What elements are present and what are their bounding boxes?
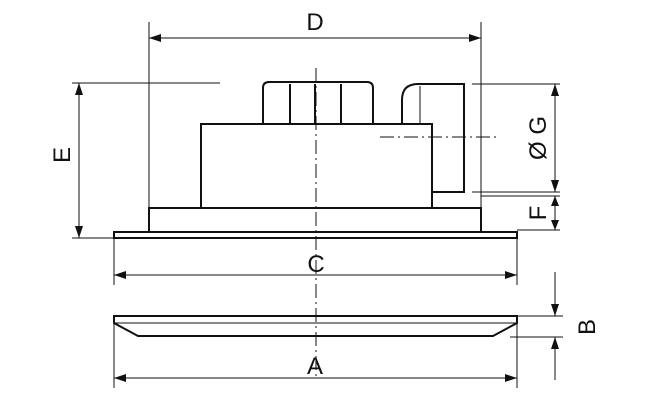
arrow-head — [149, 34, 161, 42]
arrow-head — [551, 180, 559, 192]
label-b: B — [574, 319, 601, 335]
arrow-head — [551, 337, 559, 349]
dimension-g: Ø G — [472, 83, 560, 193]
dimension-c: C — [113, 238, 518, 285]
arrow-head — [114, 374, 126, 382]
arrow-head — [75, 226, 83, 238]
dimension-d: D — [148, 9, 482, 208]
arrow-head — [551, 196, 559, 206]
dimension-e: E — [49, 82, 220, 239]
flange — [148, 207, 482, 233]
label-c: C — [307, 251, 324, 278]
top-knob — [262, 81, 374, 124]
arrow-head — [505, 374, 517, 382]
label-g: Ø G — [525, 116, 552, 160]
dimension-a: A — [113, 323, 518, 388]
duct-connector — [401, 83, 465, 193]
arrow-head — [551, 84, 559, 96]
dimension-f: F — [481, 195, 560, 231]
label-a: A — [307, 353, 323, 380]
label-f: F — [525, 206, 552, 221]
arrow-head — [114, 271, 126, 279]
label-d: D — [306, 9, 323, 36]
arrow-head — [505, 271, 517, 279]
arrow-head — [469, 34, 481, 42]
arrow-head — [75, 83, 83, 95]
arrow-head — [551, 304, 559, 316]
dimension-b: B — [510, 272, 601, 380]
label-e: E — [49, 147, 76, 163]
arrow-head — [551, 220, 559, 230]
